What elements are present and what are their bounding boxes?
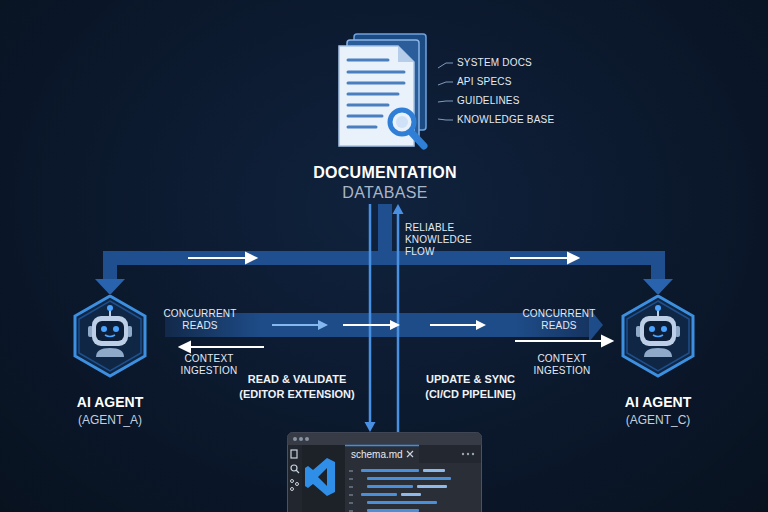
node-subtitle: (AGENT_C) [603, 413, 713, 427]
arrow-head [643, 279, 673, 295]
pipe-label: CONTEXT INGESTION [169, 353, 249, 377]
agent-node: AI AGENT (AGENT_C) [603, 295, 713, 430]
arrow-head [393, 204, 404, 214]
agent-node: AI AGENT (AGENT_A) [55, 295, 165, 430]
ingestion-arrows [180, 336, 612, 352]
pipe-label: CONTEXT INGESTION [522, 353, 602, 377]
robot-icon [55, 295, 165, 385]
pipe-arrows [272, 320, 486, 330]
connector [385, 204, 673, 295]
edge-label: UPDATE & SYNC (CI/CD PIPELINE) [408, 372, 533, 402]
connector-line [385, 204, 658, 281]
leader-lines [438, 63, 453, 120]
connector [393, 204, 404, 432]
arrow-head [365, 422, 376, 432]
icon-label: KNOWLEDGE BASE [457, 114, 577, 126]
node-title: AI AGENT [603, 394, 713, 410]
node-subtitle: DATABASE [290, 184, 480, 202]
connector [365, 204, 376, 432]
connector-line [397, 213, 400, 433]
robot-icon [603, 295, 713, 385]
flow-label: RELIABLE KNOWLEDGE FLOW [405, 222, 479, 258]
pipe-label: CONCURRENT READS [160, 308, 240, 332]
file-tab: schema.md [351, 449, 403, 460]
document-icon [290, 28, 480, 158]
connector-line [110, 204, 385, 281]
node-title: DOCUMENTATION [290, 164, 480, 182]
editor-window [287, 432, 482, 512]
flow-arrows [188, 253, 578, 263]
icon-label: SYSTEM DOCS [457, 57, 577, 69]
icon-label: GUIDELINES [457, 95, 577, 107]
connector [95, 204, 385, 295]
node-subtitle: (AGENT_A) [55, 413, 165, 427]
icon-label: API SPECS [457, 76, 577, 88]
pipe-label: CONCURRENT READS [519, 308, 599, 332]
node-title: AI AGENT [55, 394, 165, 410]
connector-line [369, 204, 372, 424]
editor-node: schema.md [287, 432, 482, 512]
database-node: DOCUMENTATION DATABASE [290, 28, 480, 204]
arrow-head [95, 279, 125, 295]
edge-label: READ & VALIDATE (EDITOR EXTENSION) [232, 372, 362, 402]
